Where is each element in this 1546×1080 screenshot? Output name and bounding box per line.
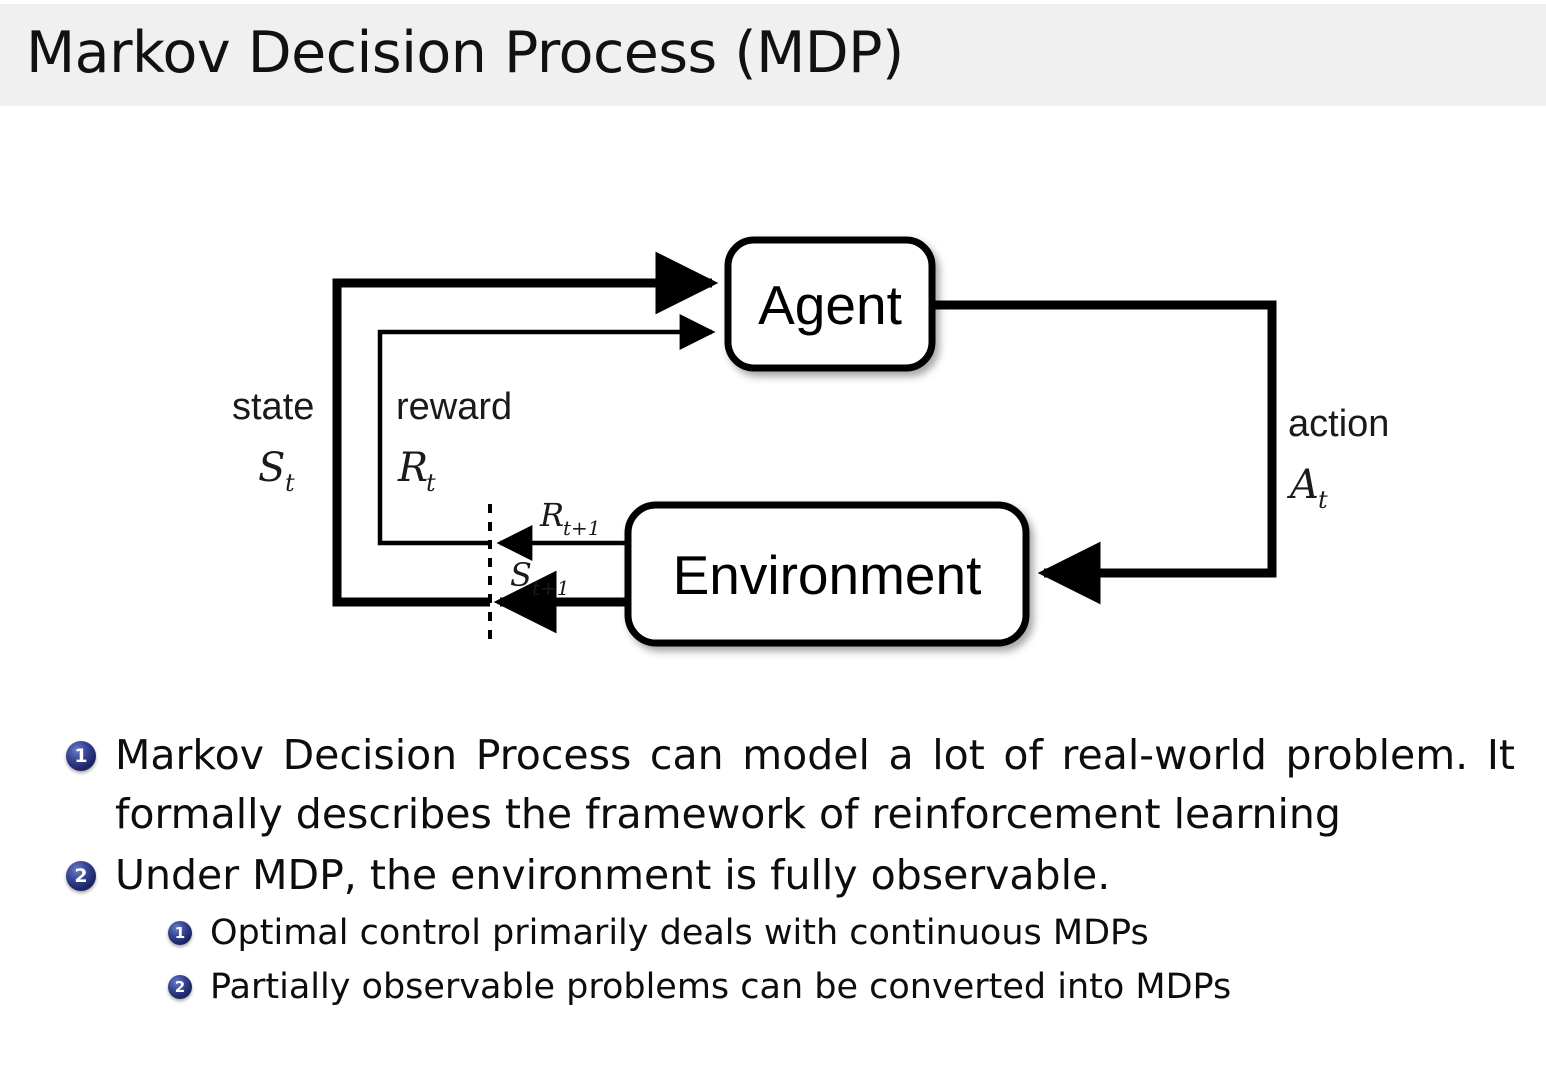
- state-word-label: state: [232, 386, 314, 428]
- environment-label: Environment: [673, 544, 982, 606]
- sub-bullet-number-badge: 2: [168, 975, 192, 999]
- state-next-subscript-label: t+1: [532, 576, 570, 600]
- state-subscript-label: t: [285, 469, 295, 497]
- reward-symbol-label: R: [397, 445, 428, 491]
- state-label-group: state S t: [232, 386, 314, 497]
- slide-header: Markov Decision Process (MDP): [0, 0, 1546, 106]
- sub-list-item: 1 Optimal control primarily deals with c…: [0, 907, 1546, 959]
- state-feedback-path: [332, 251, 719, 607]
- sub-bullet-text: Optimal control primarily deals with con…: [210, 913, 1149, 953]
- agent-environment-diagram: Agent Environment state S t reward R t a…: [0, 106, 1546, 696]
- sub-list-item: 2 Partially observable problems can be c…: [0, 961, 1546, 1013]
- action-word-label: action: [1288, 403, 1389, 445]
- reward-feedback-path: [377, 314, 716, 546]
- state-next-label-group: S t+1: [510, 556, 570, 600]
- bullet-number-badge: 2: [66, 861, 96, 891]
- reward-word-label: reward: [396, 386, 512, 428]
- bullet-text: Under MDP, the environment is fully obse…: [115, 851, 1111, 899]
- sub-bullet-number-badge: 1: [168, 921, 192, 945]
- page-title: Markov Decision Process (MDP): [26, 20, 904, 86]
- sub-bullet-text: Partially observable problems can be con…: [210, 967, 1232, 1007]
- agent-label: Agent: [758, 274, 902, 336]
- list-item: 1 Markov Decision Process can model a lo…: [0, 726, 1546, 844]
- reward-next-symbol-label: R: [539, 496, 564, 534]
- action-subscript-label: t: [1318, 486, 1328, 514]
- diagram-canvas: Agent Environment state S t reward R t a…: [232, 236, 1389, 647]
- action-label-group: action A t: [1286, 403, 1389, 514]
- bullet-text: Markov Decision Process can model a lot …: [115, 731, 1515, 838]
- reward-subscript-label: t: [426, 469, 436, 497]
- agent-node: Agent: [724, 236, 936, 372]
- environment-box: [624, 501, 1030, 647]
- environment-node: Environment: [624, 501, 1030, 647]
- agent-box: [724, 236, 936, 372]
- reward-next-label-group: R t+1: [539, 496, 601, 540]
- state-symbol-label: S: [258, 445, 285, 491]
- bullet-list: 1 Markov Decision Process can model a lo…: [0, 726, 1546, 1015]
- bullet-number-badge: 1: [66, 741, 96, 771]
- reward-label-group: reward R t: [396, 386, 512, 497]
- action-symbol-label: A: [1286, 462, 1319, 508]
- action-path: [932, 300, 1277, 605]
- list-item: 2 Under MDP, the environment is fully ob…: [0, 846, 1546, 905]
- state-next-symbol-label: S: [510, 556, 532, 594]
- reward-next-subscript-label: t+1: [563, 516, 601, 540]
